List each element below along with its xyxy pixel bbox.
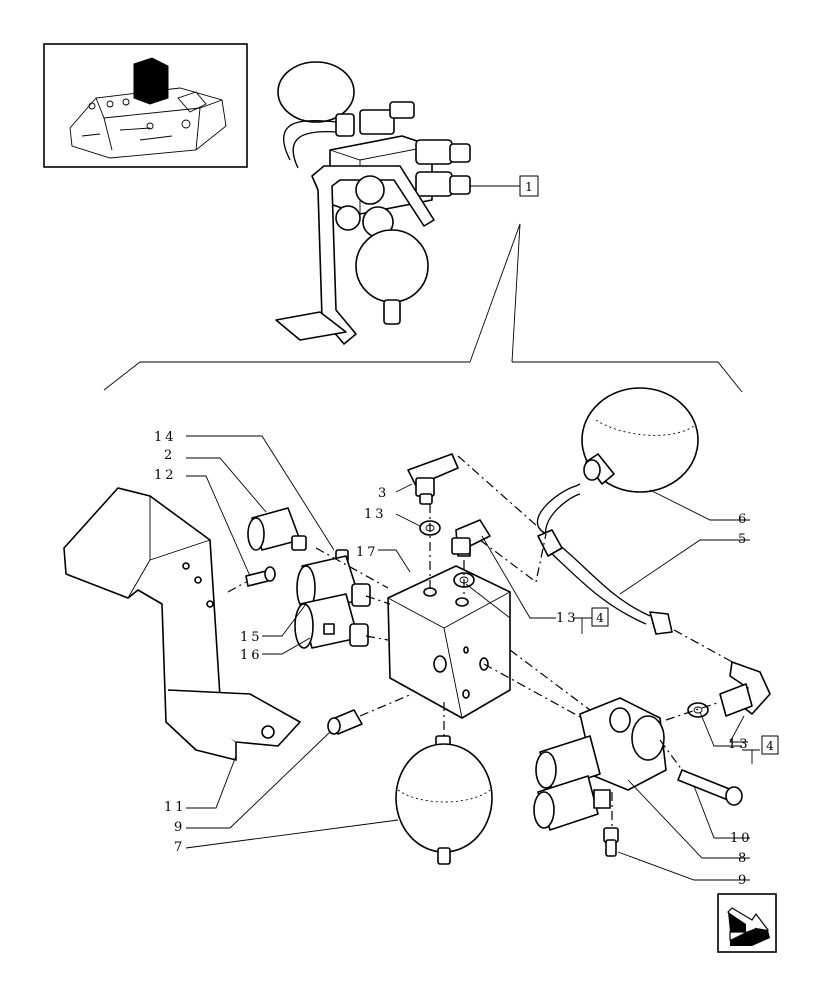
- part-16-solenoid-valve: [294, 593, 369, 649]
- callout-16: 16: [240, 648, 263, 663]
- part-2-pressure-switch: [247, 507, 307, 551]
- part-elbow-fitting: [451, 519, 491, 557]
- callout-12: 12: [154, 468, 177, 483]
- callout-9: 9: [738, 873, 749, 888]
- tractor-lift-thumbnail-icon: [43, 43, 248, 168]
- part-7-accumulator: [395, 735, 493, 865]
- part-9-fitting-lower: [603, 827, 619, 857]
- callout-13: 13: [556, 611, 579, 626]
- part-17-valve-block: [387, 565, 511, 719]
- callout-leaders: [185, 435, 760, 881]
- callout-4: 4: [766, 739, 774, 753]
- callout-11: 11: [164, 800, 187, 815]
- callout-4: 4: [596, 611, 604, 625]
- part-elbow-fitting-right: [719, 661, 771, 717]
- part-11-bracket: [63, 487, 301, 761]
- callout-5: 5: [738, 532, 749, 547]
- part-12-bolt: [245, 566, 276, 587]
- part-10-bolt: [677, 769, 743, 806]
- callout-9: 9: [174, 820, 185, 835]
- callout-8: 8: [738, 851, 749, 866]
- callout-15: 15: [240, 630, 263, 645]
- callout-14: 14: [154, 430, 177, 445]
- callout-2: 2: [164, 448, 175, 463]
- assembled-valve-view: 1: [103, 61, 743, 393]
- callout-13: 13: [728, 737, 751, 752]
- part-9-fitting: [327, 709, 363, 735]
- callout-17: 17: [356, 545, 379, 560]
- assembly-lines: [227, 455, 737, 828]
- part-13-washer: [687, 702, 709, 718]
- callout-10: 10: [730, 831, 753, 846]
- callout-1: 1: [525, 180, 533, 194]
- part-3-tee-fitting: [407, 453, 459, 505]
- part-8-double-solenoid-valve: [533, 697, 667, 831]
- part-6-accumulator: [581, 387, 699, 493]
- part-5-pipe: [536, 483, 673, 635]
- callout-13: 13: [364, 507, 387, 522]
- next-page-arrow-icon[interactable]: [717, 893, 777, 953]
- callout-7: 7: [174, 840, 185, 855]
- callout-6: 6: [738, 512, 749, 527]
- callout-3: 3: [378, 486, 389, 501]
